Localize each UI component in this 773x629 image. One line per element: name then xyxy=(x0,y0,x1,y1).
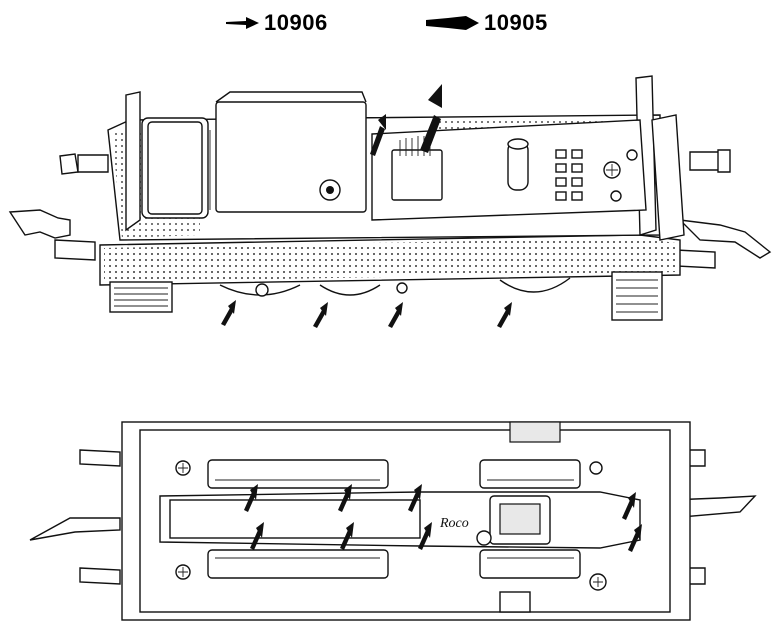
motor xyxy=(141,117,211,219)
arrow-icon xyxy=(320,302,328,316)
arrow-icon xyxy=(497,310,510,328)
arrow-icon xyxy=(370,126,385,156)
arrow-icon xyxy=(428,84,442,108)
end-plates xyxy=(125,75,685,241)
legend-header: 10906 10905 xyxy=(0,4,773,44)
screws xyxy=(175,460,607,591)
right-coupler xyxy=(675,149,772,269)
arrow-icon xyxy=(628,492,636,508)
arrow-icon xyxy=(628,532,640,552)
bottom-couplers xyxy=(29,449,757,585)
arrow-icon xyxy=(388,310,401,328)
weight-block xyxy=(215,91,367,213)
roco-logo: Roco xyxy=(439,516,469,531)
arrow-icon xyxy=(408,492,420,512)
arrow-icon xyxy=(418,530,430,550)
arrow-icon xyxy=(420,115,441,153)
locomotive-bottom-view: Roco xyxy=(29,421,757,621)
arrow-icon xyxy=(256,522,264,538)
arrow-icon xyxy=(622,500,634,520)
arrow-markers-top xyxy=(221,84,512,328)
arrow-icon xyxy=(634,524,642,540)
locomotive-top-view xyxy=(8,75,772,328)
arrow-icon xyxy=(244,492,256,512)
arrow-icon xyxy=(346,522,354,538)
wheels-bottom-row xyxy=(207,549,581,579)
arrow-icon xyxy=(250,484,258,500)
arrow-icon xyxy=(313,310,326,328)
arrow-icon xyxy=(250,530,262,550)
circuit-board xyxy=(371,119,647,221)
arrow-icon xyxy=(228,300,236,314)
thin-arrow-icon xyxy=(226,17,259,29)
legend-code-10906: 10906 xyxy=(264,10,328,35)
legend-item-10906: 10906 xyxy=(226,8,328,38)
wheels-top-row xyxy=(207,459,581,489)
legend-item-10905: 10905 xyxy=(426,8,548,38)
arrow-icon xyxy=(504,302,512,316)
arrow-icon xyxy=(378,114,386,130)
arrow-markers-bottom xyxy=(244,484,642,552)
arrow-icon xyxy=(340,530,352,550)
bold-arrow-icon xyxy=(426,16,479,30)
legend-code-10905: 10905 xyxy=(484,10,548,35)
arrow-icon xyxy=(221,308,234,326)
arrow-icon xyxy=(414,484,422,500)
arrow-icon xyxy=(338,492,350,512)
arrow-icon xyxy=(424,522,432,538)
arrow-icon xyxy=(395,302,403,316)
gear-housing xyxy=(159,491,641,549)
arrow-icon xyxy=(344,484,352,500)
left-coupler xyxy=(8,153,109,261)
wheel-set xyxy=(109,271,663,321)
